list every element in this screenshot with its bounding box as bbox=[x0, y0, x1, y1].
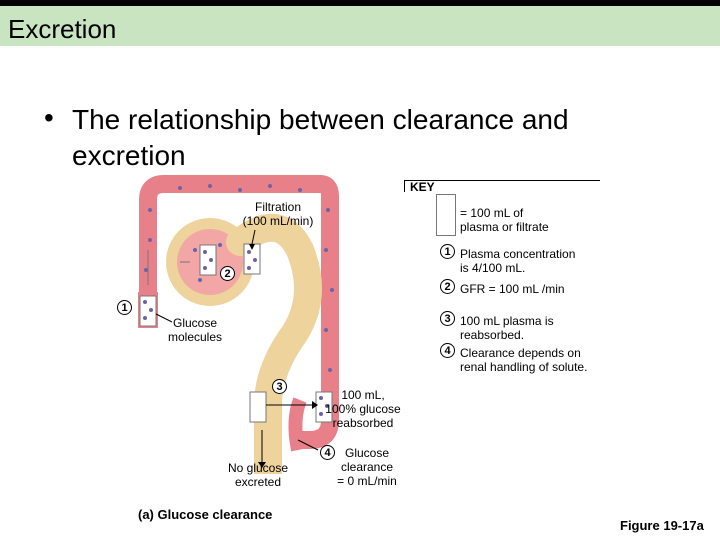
marker-3: 3 bbox=[272, 379, 287, 394]
key-swatch bbox=[436, 194, 456, 236]
peritubular-vessel bbox=[288, 397, 307, 452]
key-swatch-line2: plasma or filtrate bbox=[460, 220, 549, 234]
sample-box-tubule bbox=[249, 391, 267, 423]
figure-number: Figure 19-17a bbox=[620, 518, 704, 533]
key-item-3-line2: reabsorbed. bbox=[460, 328, 525, 342]
no-glucose-line1: No glucose bbox=[227, 461, 289, 475]
slide-title: Excretion bbox=[8, 14, 117, 44]
clearance-label-line1: Glucose bbox=[344, 446, 390, 460]
marker-1: 1 bbox=[117, 300, 132, 315]
key-item-4: Clearance depends on renal handling of s… bbox=[460, 346, 587, 374]
filtration-label-line1: Filtration bbox=[254, 200, 301, 214]
key-item-4-line2: renal handling of solute. bbox=[460, 360, 588, 374]
reabsorbed-label-line3: reabsorbed bbox=[332, 416, 394, 430]
key-item-4-line1: Clearance depends on bbox=[460, 346, 581, 360]
key-swatch-line1: = 100 mL of bbox=[460, 206, 524, 220]
key-item-2: GFR = 100 mL /min bbox=[460, 282, 565, 296]
reabsorbed-label: 100 mL, 100% glucose reabsorbed bbox=[318, 388, 408, 430]
key-item-1-line1: Plasma concentration bbox=[460, 247, 576, 261]
key-border-top bbox=[404, 180, 600, 181]
collecting-duct bbox=[254, 440, 282, 474]
key-marker-3: 3 bbox=[440, 311, 455, 326]
bullet-text: The relationship between clearance and e… bbox=[72, 104, 569, 171]
glucose-label-line1: Glucose bbox=[172, 316, 218, 330]
key-swatch-label: = 100 mL of plasma or filtrate bbox=[460, 206, 549, 234]
figure-caption: (a) Glucose clearance bbox=[138, 507, 273, 522]
key-item-2-line1: GFR = 100 mL /min bbox=[460, 282, 565, 296]
key-marker-2: 2 bbox=[440, 279, 455, 294]
glucose-label-line2: molecules bbox=[167, 330, 223, 344]
filtration-label-line2: (100 mL/min) bbox=[242, 214, 314, 228]
reabsorbed-label-line1: 100 mL, bbox=[341, 388, 385, 402]
bullet-marker: • bbox=[44, 102, 54, 133]
marker-2: 2 bbox=[220, 266, 235, 281]
key-marker-4: 4 bbox=[440, 343, 455, 358]
key-border-left bbox=[404, 180, 405, 192]
marker-4: 4 bbox=[320, 445, 335, 460]
reabsorbed-label-line2: 100% glucose bbox=[325, 402, 401, 416]
filtration-label: Filtration (100 mL/min) bbox=[238, 200, 318, 228]
sample-box-glomerulus bbox=[199, 244, 217, 276]
key-item-1-line2: is 4/100 mL. bbox=[460, 261, 526, 275]
glucose-molecules-label: Glucose molecules bbox=[160, 316, 230, 344]
key-item-1: Plasma concentration is 4/100 mL. bbox=[460, 247, 575, 275]
no-glucose-line2: excreted bbox=[234, 475, 282, 489]
glucose-clearance-label: Glucose clearance = 0 mL/min bbox=[330, 446, 404, 488]
clearance-label-line2: clearance bbox=[340, 460, 394, 474]
clearance-label-line3: = 0 mL/min bbox=[337, 474, 397, 488]
key-item-3: 100 mL plasma is reabsorbed. bbox=[460, 314, 554, 342]
no-glucose-label: No glucose excreted bbox=[222, 461, 294, 489]
key-marker-1: 1 bbox=[440, 244, 455, 259]
title-bar: Excretion bbox=[0, 0, 720, 46]
efferent-vessel bbox=[139, 175, 339, 449]
proximal-tubule bbox=[226, 213, 322, 474]
sample-box-plasma bbox=[139, 295, 157, 327]
key-title: KEY bbox=[410, 180, 435, 194]
key-item-3-line1: 100 mL plasma is bbox=[460, 314, 554, 328]
